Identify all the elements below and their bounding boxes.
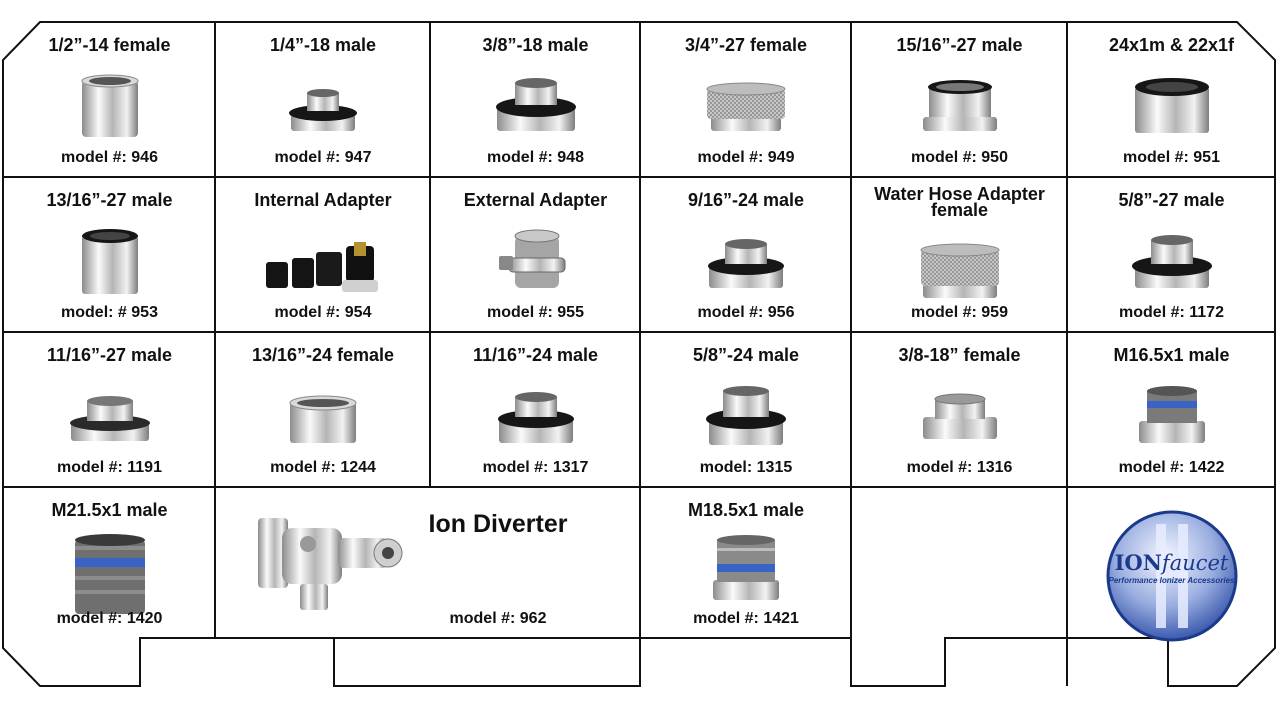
product-cell-955[interactable]: External Adapter model #: 955	[431, 178, 640, 332]
logo-tagline: Performance Ionizer Accessories	[1108, 576, 1235, 585]
model-number: model #: 948	[487, 149, 584, 166]
product-title: 11/16”-24 male	[472, 345, 599, 365]
product-cell-947[interactable]: 1/4”-18 male model #: 947	[216, 23, 430, 177]
product-title: M18.5x1 male	[687, 500, 805, 520]
model-number: model #: 950	[911, 149, 1008, 166]
model-number: model #: 1422	[1118, 459, 1225, 476]
fitting-male-icon	[497, 392, 574, 443]
model-number: model #: 959	[911, 304, 1008, 321]
fitting-knurled-icon	[706, 82, 786, 131]
product-title: 24x1m & 22x1f	[1108, 35, 1235, 55]
model-number: model #: 1191	[57, 459, 162, 476]
model-number: model: 1315	[699, 459, 793, 476]
product-cell-962[interactable]: Ion Diverter model #: 962	[216, 488, 640, 638]
empty-cell	[852, 488, 1067, 638]
product-cell-946[interactable]: 1/2”-14 female model #: 946	[4, 23, 215, 177]
model-number: model #: 955	[487, 304, 584, 321]
fitting-male-icon	[1134, 78, 1209, 133]
product-cell-956[interactable]: 9/16”-24 male model #: 956	[641, 178, 851, 332]
product-title: 9/16”-24 male	[687, 190, 805, 210]
product-cell-1191[interactable]: 11/16”-27 male model #: 1191	[4, 333, 215, 487]
product-cell-954[interactable]: Internal Adapter model #: 954	[216, 178, 430, 332]
product-title: M16.5x1 male	[1113, 345, 1230, 365]
model-number: model #: 949	[697, 149, 795, 166]
fitting-ring-icon	[74, 534, 145, 614]
clamp-adapter-icon	[498, 229, 565, 288]
product-title: 13/16”-24 female	[251, 345, 395, 365]
product-cell-1421[interactable]: M18.5x1 male model #: 1421	[641, 488, 851, 638]
fitting-female-icon	[81, 74, 138, 137]
diverter-valve-icon	[258, 518, 403, 610]
product-title: M21.5x1 male	[51, 500, 168, 520]
product-title: Water Hose Adapter female	[874, 184, 1045, 220]
logo-text-ion: ION	[1114, 550, 1162, 575]
model-number: model #: 1421	[693, 610, 799, 627]
fitting-female-icon	[289, 395, 357, 443]
product-cell-949[interactable]: 3/4”-27 female model #: 949	[641, 23, 851, 177]
model-number: model #: 1172	[1119, 304, 1224, 321]
fitting-ring-icon	[713, 535, 779, 600]
model-number: model #: 1420	[56, 610, 163, 627]
fitting-male-icon	[922, 80, 997, 131]
fitting-male-icon	[708, 239, 784, 288]
fitting-knurled-icon	[920, 243, 999, 298]
product-title: 5/8”-27 male	[1118, 190, 1225, 210]
product-cell-1315[interactable]: 5/8”-24 male model: 1315	[641, 333, 851, 487]
product-cell-1244[interactable]: 13/16”-24 female model #: 1244	[216, 333, 430, 487]
product-title: 3/8-18” female	[898, 345, 1021, 365]
product-title: Internal Adapter	[254, 190, 392, 210]
model-number: model #: 951	[1123, 149, 1220, 166]
model-number: model #: 956	[697, 304, 795, 321]
product-cell-948[interactable]: 3/8”-18 male model #: 948	[431, 23, 640, 177]
product-cell-1172[interactable]: 5/8”-27 male model #: 1172	[1068, 178, 1275, 332]
product-title: 1/4”-18 male	[269, 35, 377, 55]
product-cell-959[interactable]: Water Hose Adapter female model #: 959	[852, 178, 1067, 332]
model-number: model #: 1317	[482, 459, 589, 476]
fitting-male-icon	[69, 396, 150, 441]
model-number: model #: 954	[274, 304, 372, 321]
product-title: 15/16”-27 male	[896, 35, 1023, 55]
product-cell-1317[interactable]: 11/16”-24 male model #: 1317	[431, 333, 640, 487]
logo-text-faucet: faucet	[1161, 551, 1229, 575]
model-number: model #: 947	[274, 149, 372, 166]
product-cell-1316[interactable]: 3/8-18” female model #: 1316	[852, 333, 1067, 487]
product-cell-951[interactable]: 24x1m & 22x1f model #: 951	[1068, 23, 1275, 177]
brand-logo: IONfaucet Performance Ionizer Accessorie…	[1068, 488, 1275, 658]
fitting-male-icon	[495, 78, 576, 131]
product-title: 3/8”-18 male	[482, 35, 589, 55]
product-title: 11/16”-27 male	[46, 345, 173, 365]
product-title: Ion Diverter	[428, 510, 568, 538]
product-title: 3/4”-27 female	[684, 35, 808, 55]
model-number: model #: 946	[61, 149, 158, 166]
fitting-male-icon	[289, 89, 357, 131]
product-title: 5/8”-24 male	[692, 345, 800, 365]
model-number: model #: 962	[449, 610, 547, 627]
fitting-female-icon	[922, 393, 997, 439]
product-cell-1420[interactable]: M21.5x1 male model #: 1420	[4, 488, 215, 638]
fitting-male-icon	[1131, 235, 1212, 288]
model-number: model: # 953	[61, 304, 158, 321]
model-number: model #: 1316	[906, 459, 1013, 476]
logo-wordmark: IONfaucet	[1068, 550, 1275, 575]
product-cell-1422[interactable]: M16.5x1 male model #: 1422	[1068, 333, 1275, 487]
fitting-male-icon	[81, 229, 138, 294]
fitting-ring-icon	[1138, 386, 1205, 443]
model-number: model #: 1244	[270, 459, 376, 476]
product-title: 1/2”-14 female	[48, 35, 171, 55]
product-title: External Adapter	[463, 190, 608, 210]
ionfaucet-logo	[1106, 510, 1237, 642]
product-title: 13/16”-27 male	[46, 190, 173, 210]
product-cell-953[interactable]: 13/16”-27 male model: # 953	[4, 178, 215, 332]
product-cell-950[interactable]: 15/16”-27 male model #: 950	[852, 23, 1067, 177]
fitting-male-icon	[706, 386, 786, 445]
adapter-set-icon	[266, 242, 378, 292]
